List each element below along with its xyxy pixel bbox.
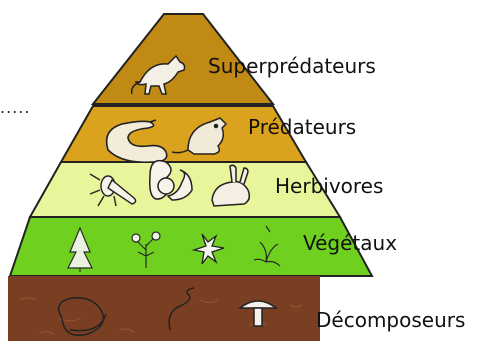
label-decomposers: Décomposeurs bbox=[316, 310, 465, 330]
label-predators: Prédateurs bbox=[248, 117, 356, 137]
label-superpredators: Superprédateurs bbox=[208, 56, 376, 76]
label-plants: Végétaux bbox=[303, 233, 397, 253]
label-herbivores: Herbivores bbox=[275, 176, 383, 196]
leading-dots: ..... bbox=[0, 98, 30, 117]
